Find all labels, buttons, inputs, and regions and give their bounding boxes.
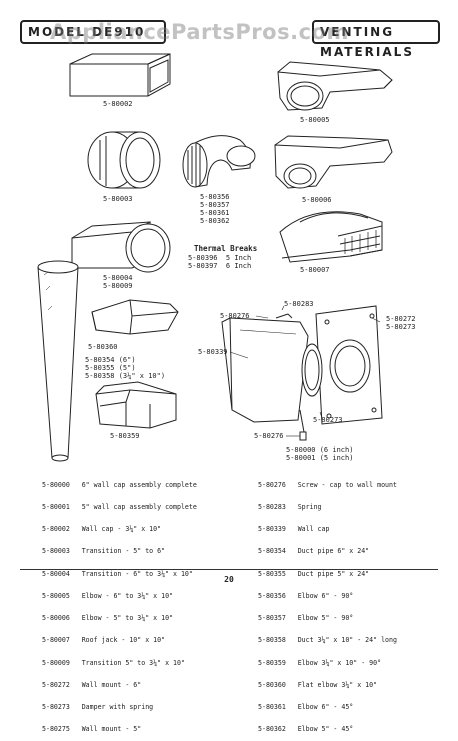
- wall-cap-assembly-drawing: [221, 305, 383, 441]
- legend-row: 5-80276 Screw - cap to wall mount: [258, 480, 397, 489]
- label-5-80360: 5-80360: [88, 343, 118, 351]
- model-title: MODEL DE910: [20, 20, 166, 44]
- legend-row: 5-80002 Wall cap - 3¼" x 10": [42, 525, 162, 534]
- legend-row: 5-80009 Transition 5" to 3¼" x 10": [42, 658, 185, 667]
- legend-row: 5-80273 Damper with spring: [42, 703, 154, 711]
- page-header: MODEL DE910 VENTING MATERIALS ApplianceP…: [20, 18, 440, 59]
- label-5-80359: 5-80359: [110, 432, 140, 440]
- legend-row: 5-80000 6" wall cap assembly complete: [42, 480, 197, 489]
- footer-rule: [20, 569, 438, 570]
- leader-lines: [229, 305, 381, 437]
- legend-row: 5-80275 Wall mount - 5": [42, 725, 142, 734]
- label-5-80273: 5-80273: [313, 416, 343, 424]
- roof-jack-drawing: [279, 211, 383, 263]
- parts-illustrations: [37, 53, 393, 462]
- legend-right: 5-80276 Screw - cap to wall mount 5-8028…: [258, 467, 397, 741]
- legend-row: 5-80006 Elbow - 5" to 3¼" x 10": [42, 614, 174, 623]
- legend-row: 5-80355 Duct pipe 5" x 24": [258, 569, 370, 578]
- label-5-80354-group: 5-80354 (6") 5-80355 (5") 5-80358 (3¼" x…: [85, 356, 166, 380]
- label-5-80276-top: 5-80276: [220, 312, 250, 320]
- legend-row: 5-80357 Elbow 5" - 90°: [258, 614, 354, 623]
- legend-row: 5-80359 Elbow 3¼" x 10" - 90°: [258, 658, 382, 667]
- label-5-80283: 5-80283: [284, 300, 314, 308]
- legend-row: 5-80358 Duct 3¼" x 10" - 24" long: [258, 636, 397, 645]
- label-5-80339: 5-80339: [198, 348, 228, 356]
- label-5-80004-group: 5-80004 5-80009: [103, 274, 133, 290]
- thermal-breaks-list: 5-80396 5 Inch 5-80397 6 Inch: [188, 254, 252, 270]
- legend-row: 5-80001 5" wall cap assembly complete: [42, 503, 197, 512]
- label-5-80002: 5-80002: [103, 100, 133, 108]
- label-5-80000-group: 5-80000 (6 inch) 5-80001 (5 inch): [286, 446, 354, 462]
- legend-row: 5-80283 Spring: [258, 503, 322, 512]
- legend-row: 5-80005 Elbow - 6" to 3¼" x 10": [42, 591, 174, 600]
- legend-row: 5-80354 Duct pipe 6" x 24": [258, 547, 370, 556]
- legend-row: 5-80007 Roof jack - 10" x 10": [42, 636, 166, 645]
- label-5-80003: 5-80003: [103, 195, 133, 203]
- thermal-breaks-title: Thermal Breaks: [194, 244, 258, 253]
- label-5-80007: 5-80007: [300, 266, 330, 274]
- label-5-80276-bottom: 5-80276: [254, 432, 284, 440]
- legend-row: 5-80362 Elbow 5" - 45°: [258, 725, 354, 734]
- watermark: AppliancePartsPros.com: [50, 20, 349, 44]
- legend-row: 5-80339 Wall cap: [258, 525, 330, 534]
- legend-left: 5-80000 6" wall cap assembly complete 5-…: [42, 467, 197, 741]
- rect-elbow-drawing: [95, 381, 177, 429]
- duct-pipe-drawing: [37, 260, 79, 462]
- legend-row: 5-80356 Elbow 6" - 90°: [258, 591, 354, 600]
- legend-row: 5-80272 Wall mount - 6": [42, 680, 142, 689]
- elbow-5-to-rect-drawing: [274, 135, 393, 189]
- label-5-80272-group: 5-80272 5-80273: [386, 315, 416, 331]
- label-5-80356-group: 5-80356 5-80357 5-80361 5-80362: [200, 193, 230, 225]
- page-number: 20: [224, 575, 234, 584]
- round-elbow-drawing: [182, 135, 256, 188]
- transition-6-to-rect-drawing: [71, 221, 171, 273]
- label-5-80005: 5-80005: [300, 116, 330, 124]
- wall-cap-rect-drawing: [69, 53, 171, 97]
- flat-elbow-drawing: [91, 299, 179, 335]
- legend-row: 5-80003 Transition - 5" to 6": [42, 547, 166, 556]
- elbow-6-to-rect-drawing: [277, 61, 393, 111]
- legend-row: 5-80004 Transition - 6" to 3¼" x 10": [42, 569, 193, 578]
- section-title: VENTING MATERIALS: [312, 20, 440, 59]
- transition-5-to-6-drawing: [87, 131, 161, 189]
- legend-row: 5-80361 Elbow 6" - 45°: [258, 703, 354, 711]
- legend-row: 5-80360 Flat elbow 3¼" x 10": [258, 680, 378, 689]
- label-5-80006: 5-80006: [302, 196, 332, 204]
